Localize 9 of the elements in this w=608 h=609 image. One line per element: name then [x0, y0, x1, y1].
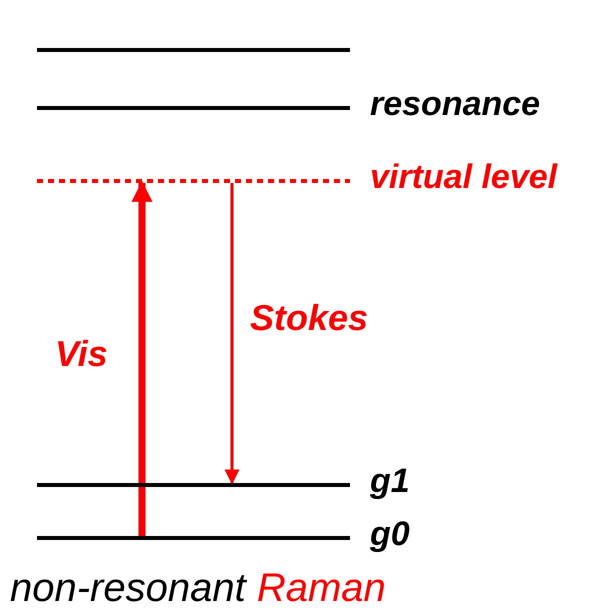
edge-label: Vis	[55, 334, 108, 374]
arrow	[224, 183, 240, 484]
arrow	[132, 180, 152, 536]
level-label: g1	[370, 461, 410, 501]
level-label: virtual level	[370, 157, 558, 197]
level-label: resonance	[370, 84, 540, 124]
edge-label: Stokes	[250, 298, 368, 338]
level-label: g0	[370, 514, 410, 554]
caption: non-resonant Raman	[10, 566, 386, 609]
